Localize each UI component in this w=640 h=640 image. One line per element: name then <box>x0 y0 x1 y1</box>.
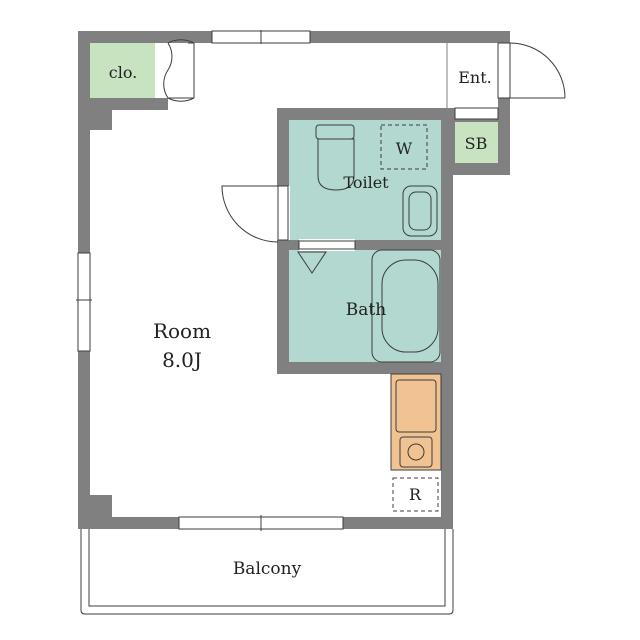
wall-right-lower <box>441 360 453 529</box>
kitchen-sink <box>395 379 437 433</box>
closet-opening <box>155 43 169 98</box>
closet-label: clo. <box>109 63 138 82</box>
bath-door-leaf <box>298 240 356 250</box>
bath-drain-triangle <box>297 251 327 274</box>
closet-door-upper <box>167 42 173 71</box>
kitchen <box>390 373 442 471</box>
toilet-fixtures <box>315 124 438 237</box>
closet-floor <box>90 43 156 98</box>
balcony <box>80 529 454 615</box>
room-size-label: 8.0J <box>162 348 202 372</box>
sink-inner <box>408 191 432 231</box>
closet-area <box>78 31 169 110</box>
shoe-box-label: SB <box>465 134 488 153</box>
bath-fixtures <box>297 249 441 363</box>
washer-space <box>380 124 428 170</box>
shoe-box-floor <box>455 122 498 163</box>
bathtub-inner <box>381 259 439 353</box>
window-left <box>77 252 91 352</box>
closet-doors <box>163 39 195 102</box>
bath-label: Bath <box>346 300 386 320</box>
windows <box>76 30 344 531</box>
entrance-door-leaf <box>497 42 511 99</box>
sink-outer <box>402 185 438 237</box>
entrance-area <box>446 42 566 120</box>
toilet-door-leaf <box>277 185 289 241</box>
bathtub-outer <box>371 249 441 363</box>
toilet-bowl <box>317 138 355 191</box>
toilet-door <box>221 185 289 243</box>
closet-door-upper-swing <box>167 39 195 44</box>
kitchen-stove <box>399 436 433 468</box>
room-name-label: Room <box>153 319 211 343</box>
toilet-floor <box>289 120 441 240</box>
closet-door-lower <box>163 69 169 99</box>
entrance-step <box>454 107 499 120</box>
refrigerator-space <box>392 477 439 512</box>
bath-door <box>298 240 356 250</box>
wall-corner-bottom-left <box>78 495 112 529</box>
washer-label: W <box>396 139 413 158</box>
refrigerator-label: R <box>409 485 422 504</box>
kitchen-counter <box>390 373 442 471</box>
balcony-rail-outer <box>80 529 454 615</box>
stove-burner <box>407 443 425 461</box>
toilet-door-swing <box>221 185 279 243</box>
entrance-door-swing <box>509 42 566 99</box>
entrance-label: Ent. <box>458 68 492 87</box>
toilet-label: Toilet <box>343 173 389 192</box>
balcony-label: Balcony <box>233 559 302 579</box>
closet-door-lower-swing <box>167 97 195 102</box>
balcony-rail-inner <box>88 529 446 607</box>
